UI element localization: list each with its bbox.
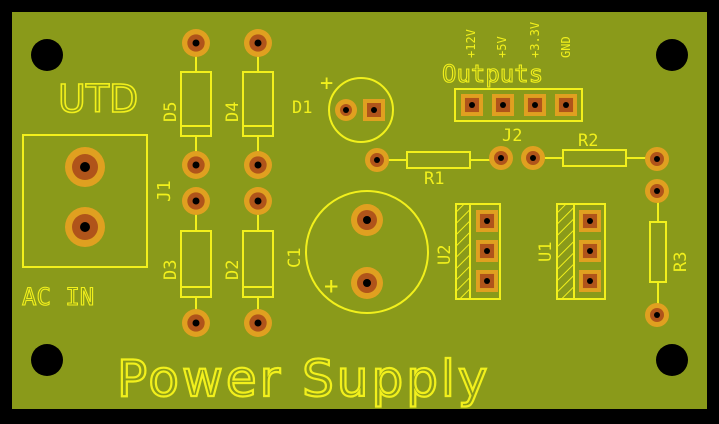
diode-d5 <box>180 56 212 152</box>
j1-label: J1 <box>154 180 175 202</box>
mounting-hole-top-left <box>31 39 63 71</box>
j1-pad-2 <box>65 207 105 247</box>
r2-label: R2 <box>578 131 598 151</box>
output-pin-label: +5V <box>495 36 509 58</box>
r3-pad-bottom <box>645 303 669 327</box>
r2-pad-left <box>521 146 545 170</box>
u1-pad-3 <box>579 270 601 292</box>
j2-pad-3 <box>524 94 546 116</box>
u2-pad-1 <box>476 210 498 232</box>
u1-pad-2 <box>579 240 601 262</box>
r3-pad-top <box>645 179 669 203</box>
j2-pads <box>461 94 577 116</box>
output-pin-label: +12V <box>464 29 478 58</box>
u2-pad-2 <box>476 240 498 262</box>
diode-pad-5 <box>182 187 210 215</box>
u1-label: U1 <box>536 242 556 262</box>
u1-pad-1 <box>579 210 601 232</box>
mounting-hole-bottom-left <box>31 344 63 376</box>
resistor-r2 <box>544 149 646 167</box>
c1-label: C1 <box>285 248 305 268</box>
j1-pad-1 <box>65 147 105 187</box>
outputs-title: Outputs <box>442 60 543 88</box>
d2-label: D2 <box>223 260 243 280</box>
d4-label: D4 <box>223 102 243 122</box>
diode-d4 <box>242 56 274 152</box>
diode-pad-1 <box>182 29 210 57</box>
d1-plus-sign: + <box>320 71 333 96</box>
output-pin-label: +3.3V <box>528 22 542 58</box>
u2-label: U2 <box>435 245 455 265</box>
diode-d3 <box>180 214 212 310</box>
diode-pad-2 <box>244 29 272 57</box>
diode-pads <box>182 29 272 337</box>
c1-pad-bottom <box>351 267 383 299</box>
j2-pad-1 <box>461 94 483 116</box>
d1-label: D1 <box>292 98 312 118</box>
output-pin-label: GND <box>559 36 573 58</box>
led-d1 <box>328 77 394 143</box>
j2-pad-2 <box>492 94 514 116</box>
board-title: Power Supply <box>117 350 490 408</box>
resistor-r3 <box>649 202 667 304</box>
resistor-r1 <box>386 151 490 169</box>
r1-label: R1 <box>424 169 444 189</box>
diode-d2 <box>242 214 274 310</box>
j1-connector-outline <box>22 134 148 268</box>
d3-label: D3 <box>161 260 181 280</box>
ac-in-label: AC IN <box>22 283 94 311</box>
j2-label: J2 <box>502 126 522 146</box>
diode-pad-3 <box>182 151 210 179</box>
capacitor-c1-outline <box>305 190 429 314</box>
regulator-pads <box>476 210 601 292</box>
diode-pad-7 <box>182 309 210 337</box>
j2-header-outline <box>454 88 583 122</box>
mounting-hole-bottom-right <box>656 344 688 376</box>
r1-pad-right <box>489 146 513 170</box>
r1-pad-left <box>365 148 389 172</box>
j2-pad-4 <box>555 94 577 116</box>
d5-label: D5 <box>161 102 181 122</box>
brand-text: UTD <box>58 77 138 121</box>
diode-pad-4 <box>244 151 272 179</box>
mounting-hole-top-right <box>656 39 688 71</box>
output-pin-labels: +12V +5V +3.3V GND <box>464 22 573 58</box>
regulator-u2 <box>455 203 501 300</box>
diode-pad-6 <box>244 187 272 215</box>
r3-label: R3 <box>671 252 691 272</box>
u2-pad-3 <box>476 270 498 292</box>
c1-plus-sign: + <box>324 272 338 300</box>
c1-pad-top <box>351 204 383 236</box>
r2-pad-right <box>645 147 669 171</box>
regulator-u1 <box>556 203 606 300</box>
diode-pad-8 <box>244 309 272 337</box>
